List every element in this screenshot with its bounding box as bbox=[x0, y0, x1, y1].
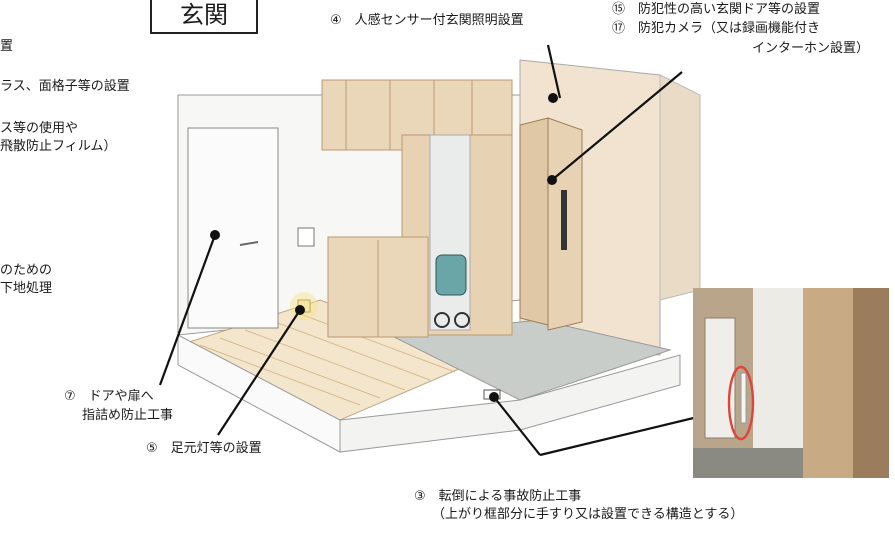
left-door bbox=[187, 127, 279, 329]
label-sensor-light: ④ 人感センサー付玄関照明設置 bbox=[330, 13, 524, 28]
label-left-4: 飛散防止フィルム） bbox=[0, 139, 117, 154]
right-wall-edge bbox=[659, 74, 701, 301]
label-left-5: のための bbox=[0, 263, 53, 278]
label-finger-line2: 指詰め防止工事 bbox=[82, 408, 174, 423]
leader-dots bbox=[210, 93, 558, 402]
label-finger-line1: ⑦ ドアや扉へ bbox=[64, 389, 154, 404]
label-foot-light: ⑤ 足元灯等の設置 bbox=[146, 441, 262, 456]
handrail-photo bbox=[693, 288, 889, 478]
floor-boards bbox=[199, 311, 456, 406]
label-door-line2: ⑰ 防犯カメラ（又は録画機能付き bbox=[612, 21, 821, 36]
label-left-3: ス等の使用や bbox=[0, 121, 79, 136]
leader-foot-light bbox=[217, 309, 301, 436]
entrance-door-frame bbox=[519, 117, 549, 326]
stroller bbox=[434, 254, 470, 328]
highlight-circle bbox=[727, 365, 755, 441]
label-door-line1: ⑮ 防犯性の高い玄関ドア等の設置 bbox=[612, 2, 821, 17]
handrail-photo-illustration bbox=[693, 288, 889, 478]
label-left-6: 下地処理 bbox=[0, 281, 53, 296]
leader-sensor-light bbox=[546, 44, 562, 99]
foot-light-glow bbox=[290, 292, 318, 320]
leader-door bbox=[551, 71, 683, 181]
leader-fall bbox=[493, 396, 541, 456]
left-door-handle bbox=[239, 241, 259, 246]
leader-lines bbox=[158, 44, 736, 457]
door-lock bbox=[561, 190, 567, 250]
open-cabinet bbox=[429, 134, 471, 331]
label-door-line3: インターホン設置） bbox=[752, 41, 870, 56]
leader-finger bbox=[158, 234, 217, 386]
wall-switch bbox=[297, 227, 315, 247]
label-left-1: 置 bbox=[0, 39, 14, 54]
label-fall-line1: ③ 転倒による事故防止工事 bbox=[414, 489, 582, 504]
page-title: 玄関 bbox=[150, 0, 258, 34]
label-fall-line2: （上がり框部分に手すり又は設置できる構造とする） bbox=[432, 507, 744, 522]
step-front-face bbox=[339, 354, 681, 453]
label-left-2: ラス、面格子等の設置 bbox=[0, 79, 130, 94]
